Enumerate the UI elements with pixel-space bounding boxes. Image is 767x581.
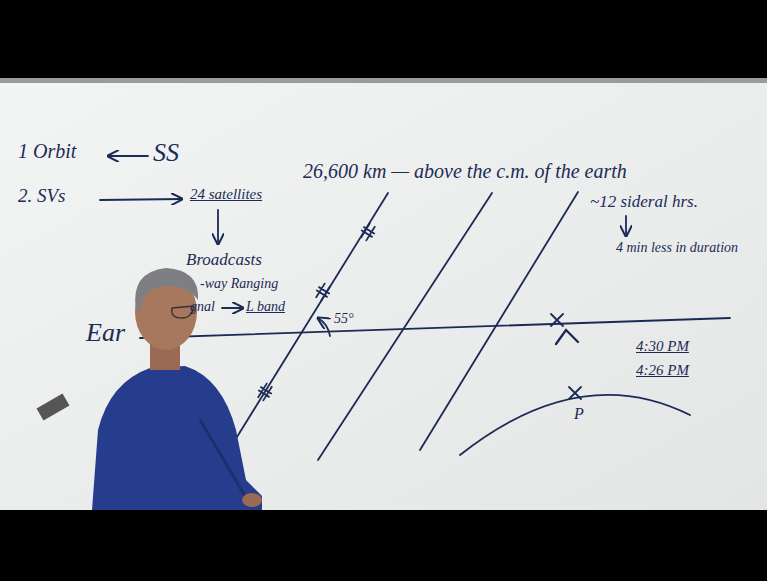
satellite-symbol	[256, 382, 275, 402]
satellite-symbol	[314, 282, 333, 302]
board-label: Ear	[86, 318, 125, 348]
whiteboard	[0, 83, 767, 510]
orbit-plane-line	[420, 192, 578, 450]
board-label: SS	[153, 138, 179, 168]
board-label: P	[574, 405, 584, 423]
cross-mark	[569, 387, 581, 399]
blue-shirt	[92, 366, 262, 510]
hand	[242, 493, 262, 507]
angle-arc	[318, 318, 330, 336]
board-label: 4:26 PM	[636, 362, 689, 379]
hair	[135, 268, 198, 312]
board-label: 2. SVs	[18, 185, 66, 207]
orbit-plane-line	[232, 193, 388, 445]
arrow	[625, 216, 627, 236]
equator-line	[140, 318, 730, 338]
arrow	[217, 210, 219, 244]
ground-track-curve	[460, 395, 690, 455]
arm	[200, 420, 246, 498]
board-label: 24 satellites	[190, 186, 262, 203]
board-frame	[0, 78, 767, 83]
lecturer	[37, 268, 262, 510]
board-label: L band	[246, 299, 285, 315]
eraser	[37, 393, 70, 420]
cross-mark	[551, 314, 563, 326]
satellite-symbol	[359, 222, 378, 242]
board-label: ~12 sideral hrs.	[590, 192, 698, 212]
arrow	[222, 307, 243, 309]
receiver-symbol	[556, 330, 578, 344]
arrow	[100, 199, 182, 200]
board-label: 26,600 km — above the c.m. of the earth	[303, 160, 627, 183]
board-label: Broadcasts	[186, 250, 262, 270]
board-label: 55°	[334, 311, 354, 327]
board-label: 1 Orbit	[18, 140, 76, 163]
board-label: 4 min less in duration	[612, 240, 742, 256]
board-label: 4:30 PM	[636, 338, 689, 355]
board-label: gnal	[190, 299, 215, 315]
board-label: -way Ranging	[200, 276, 278, 292]
arrow	[108, 155, 148, 157]
